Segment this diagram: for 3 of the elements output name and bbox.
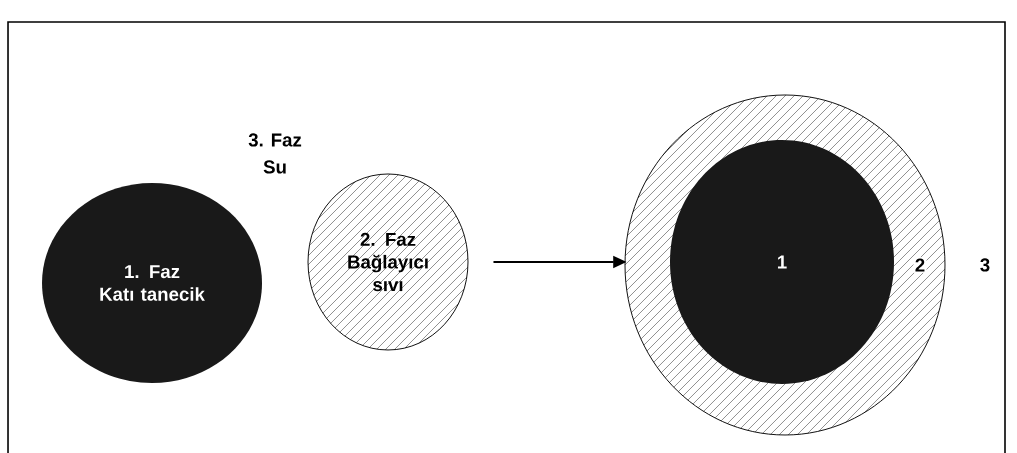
- phase-label: Su: [263, 160, 286, 174]
- phase-label: 3. Faz: [248, 133, 302, 147]
- phase-label: 3: [980, 258, 990, 272]
